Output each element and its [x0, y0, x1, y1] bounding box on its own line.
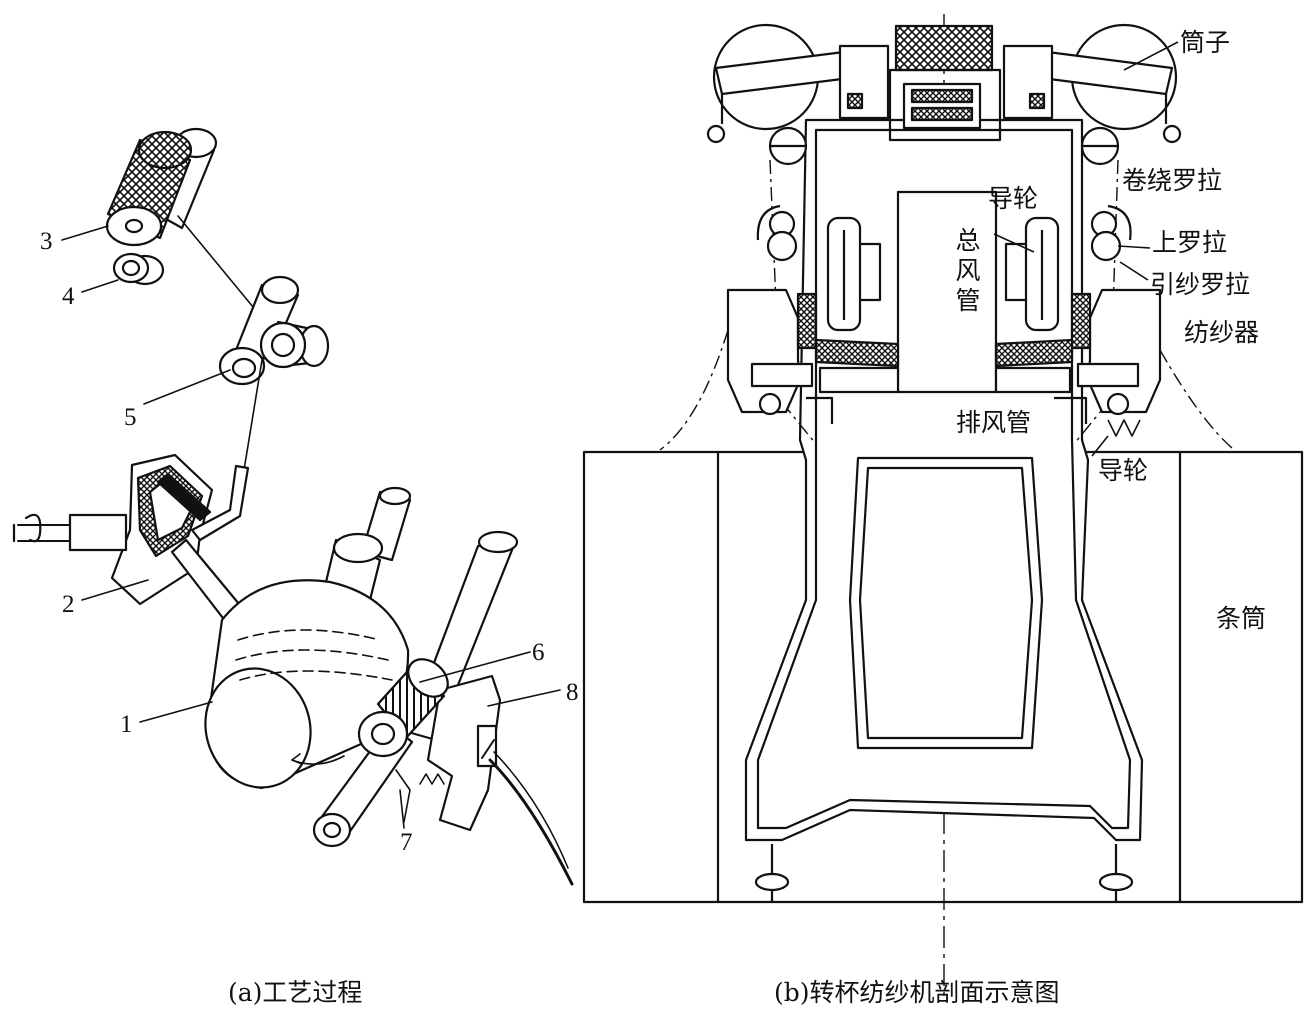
top-roller-pair-3-4: [105, 127, 218, 286]
label-guide-wheel-top: 导轮: [988, 184, 1039, 213]
delivery-rollers-6-7: [312, 530, 574, 886]
label-main-air-duct: 总风管: [955, 226, 981, 315]
callout-1: 1: [120, 711, 133, 738]
label-bobbin: 筒子: [1180, 28, 1231, 57]
callout-4: 4: [62, 283, 75, 310]
process-diagram: [12, 127, 574, 886]
callout-3: 3: [40, 228, 53, 255]
callout-7: 7: [400, 829, 413, 856]
label-upper-roller: 上罗拉: [1152, 228, 1228, 257]
roller-pair-5: [218, 275, 330, 386]
caption-b: (b)转杯纺纱机剖面示意图: [774, 978, 1060, 1007]
callout-leaders: [61, 225, 561, 829]
callout-8: 8: [566, 679, 579, 706]
label-yarn-draw-roller: 引纱罗拉: [1150, 270, 1251, 299]
label-guide-wheel-bottom: 导轮: [1098, 456, 1149, 485]
label-sliver-can: 条筒: [1216, 604, 1267, 633]
callout-6: 6: [532, 639, 545, 666]
rotor-spinning-machine-section: [582, 14, 1304, 1000]
callout-2: 2: [62, 591, 75, 618]
label-leaders: [993, 41, 1179, 457]
label-winding-roller: 卷绕罗拉: [1122, 166, 1223, 195]
label-spinning-unit: 纺纱器: [1184, 318, 1260, 347]
label-exhaust-duct: 排风管: [956, 408, 1032, 437]
caption-a: (a)工艺过程: [228, 978, 363, 1007]
callout-5: 5: [124, 404, 137, 431]
